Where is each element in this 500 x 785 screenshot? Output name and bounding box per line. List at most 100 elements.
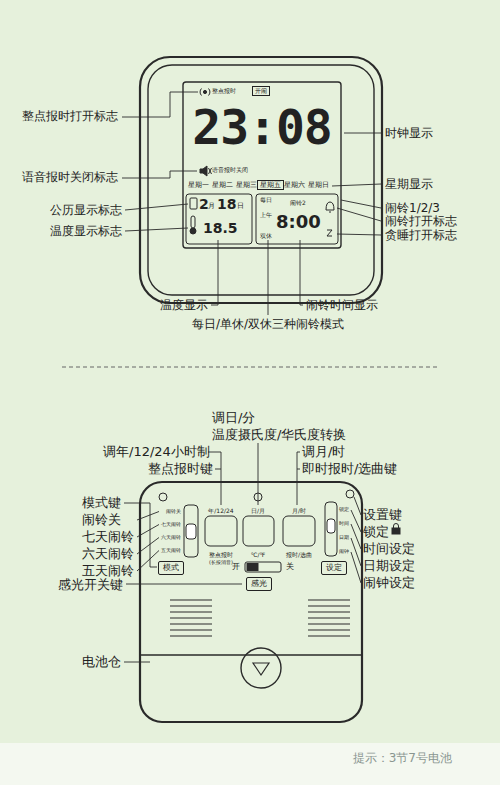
alarm-on-icon <box>326 202 334 212</box>
callout-label: 每日/单休/双休三种闹铃模式 <box>192 318 344 330</box>
device-marking: 星期日 <box>308 182 329 189</box>
lcd-box: 开闹 <box>252 86 270 96</box>
light-switch <box>245 562 281 572</box>
vent-slot <box>170 629 212 630</box>
callout-label: 整点报时打开标志 <box>22 110 118 122</box>
callout-label: 8:00 <box>276 213 321 231</box>
callout-label: 锁定 <box>363 525 389 538</box>
latch-arrow <box>253 663 269 675</box>
screw <box>159 493 167 501</box>
button-text: 开闹 <box>255 87 267 94</box>
vent-slot <box>308 605 350 606</box>
callout-label: 提示：3节7号电池 <box>353 752 452 764</box>
bell-icon <box>200 89 210 96</box>
callout-label: 感光开关键 <box>58 578 123 591</box>
device-marking: ℃/℉ <box>251 552 265 558</box>
device-marking: 上午 <box>260 212 272 218</box>
callout-label: 闹铃1/2/3 <box>385 202 440 214</box>
set-switch-knob <box>327 519 335 533</box>
callout-label: 时间设定 <box>363 542 415 555</box>
callout-label: 星期显示 <box>385 178 433 190</box>
button-text: 感光 <box>251 579 267 588</box>
key <box>283 516 315 546</box>
callout-label: 温度显示标志 <box>50 225 122 237</box>
callout-label: 公历显示标志 <box>50 204 122 216</box>
mode-switch-knob <box>186 524 196 539</box>
callout-label: 温度摄氏度/华氏度转换 <box>212 428 346 441</box>
callout-label: 整点报时键 <box>148 462 213 475</box>
device-marking: 每日 <box>260 197 272 203</box>
thermometer-icon <box>190 216 196 234</box>
vent-slot <box>308 611 350 612</box>
device-marking: 闹钟 <box>339 549 349 554</box>
callout-label: 18 <box>217 197 236 211</box>
back-body <box>140 482 362 722</box>
callout-label: 调日/分 <box>212 411 255 424</box>
callout-label: 模式键 <box>82 496 121 509</box>
device-marking: 锁定 <box>339 507 349 512</box>
clock-bezel <box>148 65 374 295</box>
device-marking: 闹铃关 <box>166 509 181 514</box>
device-marking: 报时/选曲 <box>286 552 312 558</box>
device-marking: 五天闹铃 <box>161 548 181 553</box>
push-button: 感光 <box>246 577 272 591</box>
callout-label: 18.5 <box>203 221 238 235</box>
callout-label: 五天闹铃 <box>82 564 134 577</box>
callout-label: 七天闹铃 <box>82 530 134 543</box>
device-marking: 开 <box>232 563 240 571</box>
vent-slot <box>308 635 350 636</box>
callout-label: 即时报时/选曲键 <box>302 462 397 475</box>
device-marking: 日 <box>237 203 244 210</box>
device-marking: 星期三 <box>236 182 257 189</box>
callout-label: 闹钟设定 <box>363 576 415 589</box>
vents <box>170 600 350 636</box>
snooze-icon <box>327 230 332 236</box>
callout-label: 闹铃打开标志 <box>385 215 457 227</box>
device-marking: 日期 <box>339 535 349 540</box>
button-text: 设定 <box>326 563 342 572</box>
push-button: 设定 <box>321 561 347 575</box>
vent-slot <box>170 623 212 624</box>
callout-label: 调年/12/24小时制 <box>103 445 210 458</box>
device-marking: 月/时 <box>292 508 306 514</box>
push-button: 模式 <box>158 561 184 575</box>
device-marking: 闹铃2 <box>290 200 306 206</box>
calendar-icon <box>190 198 197 209</box>
vent-slot <box>170 635 212 636</box>
device-marking: 年/12/24 <box>208 508 233 514</box>
vent-slot <box>308 599 350 600</box>
device-marking: 整点报时 <box>212 88 236 94</box>
callout-label: 调月/时 <box>302 445 345 458</box>
device-marking: 星期一 <box>188 182 209 189</box>
battery-cover-seam <box>140 654 362 655</box>
bottom-band <box>0 743 500 785</box>
key <box>243 516 274 546</box>
callout-label: 闹铃关 <box>82 513 121 526</box>
device-marking: 月 <box>208 203 215 210</box>
lock-icon <box>392 524 400 535</box>
device-marking: (长按消音) <box>209 560 233 565</box>
callout-label: 温度显示 <box>160 299 208 311</box>
callout-label: 23:08 <box>192 103 332 151</box>
device-marking: 双休 <box>260 233 272 239</box>
button-text: 星期五 <box>260 181 281 189</box>
vent-slot <box>308 629 350 630</box>
callout-label: 语音报时关闭标志 <box>22 171 118 183</box>
lcd-box: 星期五 <box>257 180 284 191</box>
callout-label: 2 <box>199 197 209 211</box>
vent-slot <box>170 599 212 600</box>
device-marking: 七天闹铃 <box>161 522 181 527</box>
key <box>205 516 237 546</box>
lcd-frame <box>183 82 341 248</box>
vent-slot <box>170 617 212 618</box>
callout-label: 时钟显示 <box>385 127 433 139</box>
callout-label: 贪睡打开标志 <box>385 229 457 241</box>
lcd-panel-right <box>256 194 338 244</box>
leader-lines <box>124 443 361 662</box>
device-marking: 星期六 <box>284 182 305 189</box>
mode-switch-slot <box>184 505 198 557</box>
speaker-icon <box>200 166 212 176</box>
vent-slot <box>308 623 350 624</box>
vent-slot <box>170 605 212 606</box>
